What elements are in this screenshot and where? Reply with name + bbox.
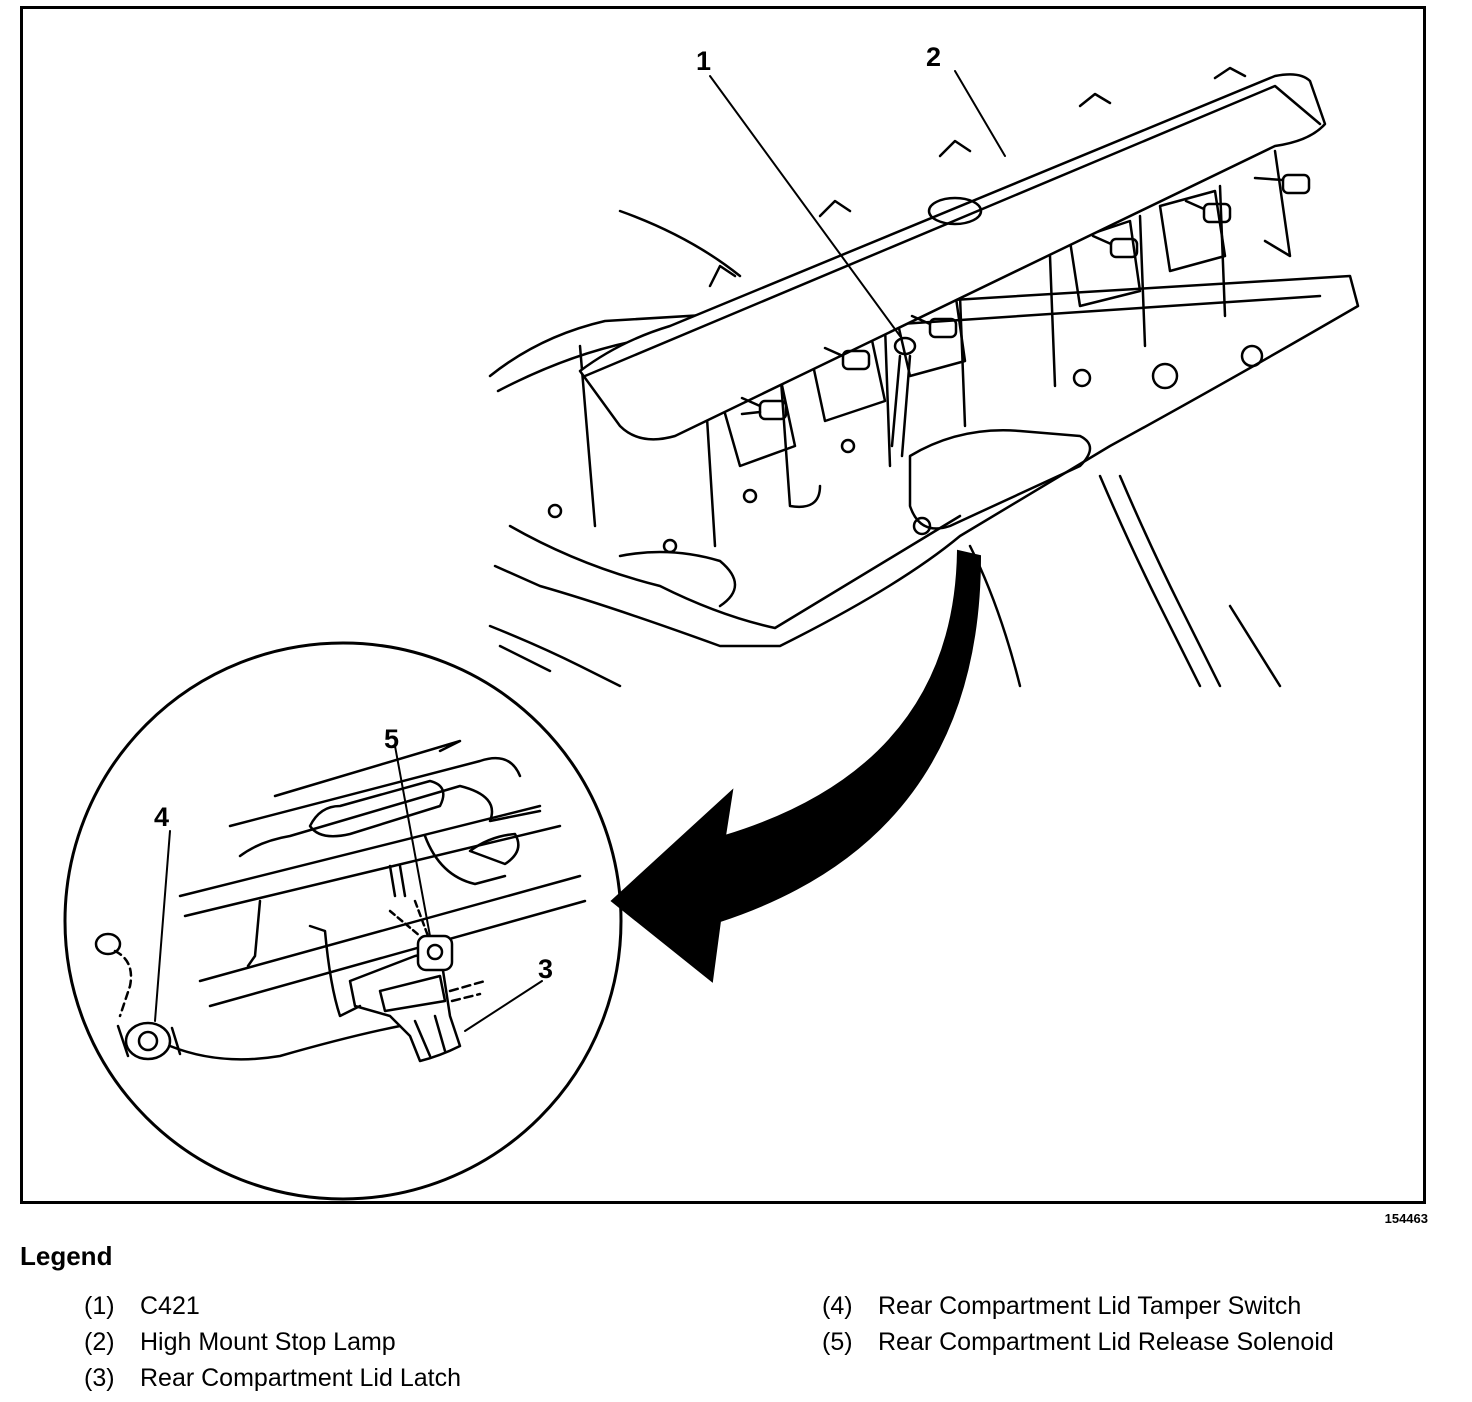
legend-text: Rear Compartment Lid Release Solenoid [878, 1328, 1334, 1356]
legend-right-column: (4) Rear Compartment Lid Tamper Switch (5… [822, 1292, 1334, 1364]
legend-item: (3) Rear Compartment Lid Latch [84, 1364, 461, 1400]
c421-connector [890, 336, 917, 458]
legend-text: Rear Compartment Lid Latch [140, 1364, 461, 1392]
callout-1: 1 [696, 46, 711, 76]
callout-3: 3 [538, 954, 553, 984]
tamper-switch [94, 932, 182, 1061]
legend-left-column: (1) C421 (2) High Mount Stop Lamp (3) Rear … [84, 1292, 461, 1400]
legend-text: Rear Compartment Lid Tamper Switch [878, 1292, 1302, 1320]
legend-text: C421 [140, 1292, 200, 1320]
rear-compartment-diagram: 1 2 3 4 5 [63, 42, 1360, 1201]
release-solenoid [388, 899, 454, 972]
legend-item: (4) Rear Compartment Lid Tamper Switch [822, 1292, 1334, 1328]
detail-view [63, 641, 623, 1201]
figure-id: 154463 [1384, 1211, 1428, 1226]
diagram-frame [20, 6, 1426, 1204]
callout-labels: 1 2 3 4 5 [154, 42, 941, 984]
fastener-group [740, 173, 1311, 421]
legend-item: (2) High Mount Stop Lamp [84, 1328, 461, 1364]
legend-item: (1) C421 [84, 1292, 461, 1328]
callout-2: 2 [926, 42, 941, 72]
callout-4: 4 [154, 802, 169, 832]
callout-5: 5 [384, 724, 399, 754]
legend-title: Legend [20, 1241, 113, 1271]
lid-latch [348, 949, 487, 1063]
legend-item: (5) Rear Compartment Lid Release Solenoid [822, 1328, 1334, 1364]
legend-number: (3) [84, 1364, 115, 1392]
legend-number: (4) [822, 1292, 853, 1320]
legend-number: (1) [84, 1292, 115, 1320]
legend-number: (2) [84, 1328, 115, 1356]
legend-number: (5) [822, 1328, 853, 1356]
leader-lines [154, 70, 1006, 1032]
high-mount-stop-lamp [578, 66, 1327, 441]
magnify-arrow [610, 549, 982, 983]
legend-text: High Mount Stop Lamp [140, 1328, 396, 1356]
